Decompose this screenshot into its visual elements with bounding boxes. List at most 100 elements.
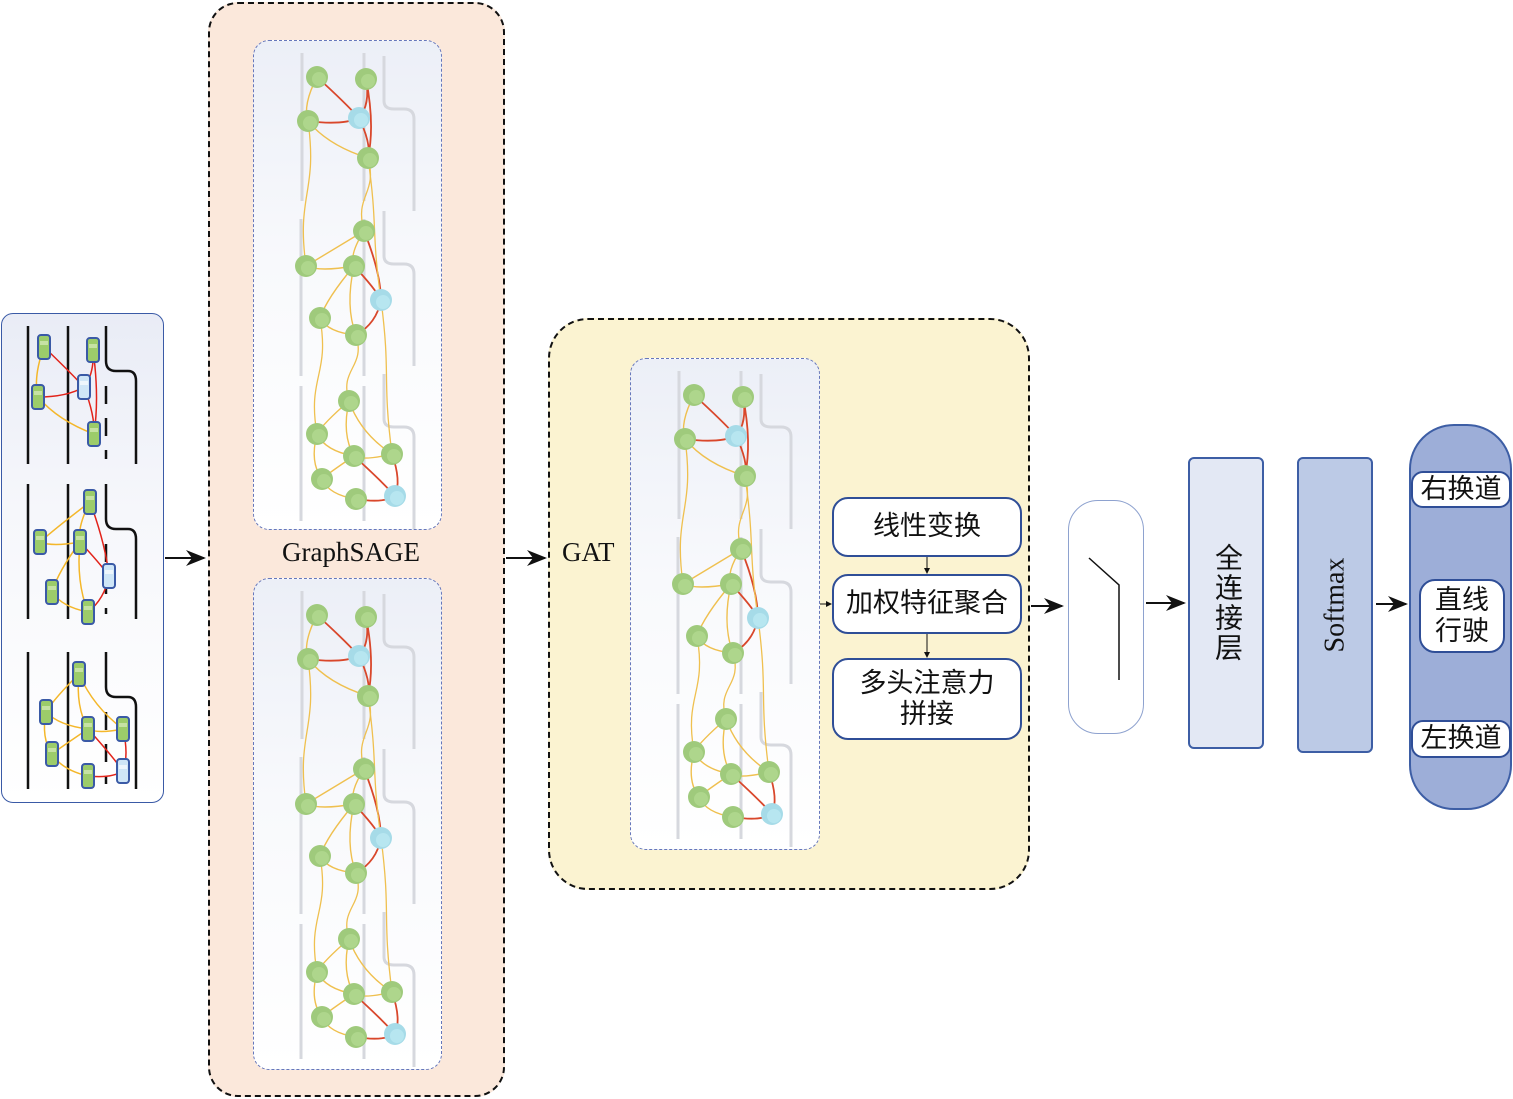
step-label: 加权特征聚合	[846, 588, 1008, 619]
node-highlight	[301, 799, 315, 813]
node-highlight	[361, 74, 375, 88]
vehicle-icon	[45, 741, 59, 767]
graphsage-label: GraphSAGE	[282, 537, 420, 567]
weak-edge	[313, 317, 324, 435]
road-shoulder	[382, 211, 416, 366]
output-label-line1: 直线	[1435, 584, 1489, 615]
vehicle-icon	[83, 489, 97, 515]
node-highlight	[390, 1029, 404, 1043]
weak-edge	[757, 617, 770, 773]
node-highlight	[359, 764, 373, 778]
weak-edge	[690, 635, 701, 753]
vehicle-icon	[45, 579, 59, 605]
node-highlight	[726, 769, 740, 783]
weak-edge	[302, 658, 312, 805]
node-highlight	[359, 226, 373, 240]
vehicle-icon	[39, 699, 53, 725]
road-shoulder	[382, 56, 416, 211]
node-highlight	[312, 967, 326, 981]
vehicle-icon	[87, 421, 101, 447]
vehicle-icon	[81, 599, 95, 625]
vehicle-window	[36, 536, 44, 540]
output-label: 右换道	[1420, 473, 1502, 504]
output-label: 左换道	[1420, 723, 1502, 754]
node-highlight	[312, 429, 326, 443]
road-edge	[104, 484, 138, 619]
output-label-line2: 行驶	[1435, 616, 1489, 646]
node-highlight	[361, 612, 375, 626]
node-highlight	[694, 792, 708, 806]
softmax-layer: Softmax	[1297, 457, 1373, 753]
vehicle-window	[34, 391, 42, 395]
road-edge	[104, 326, 138, 464]
vehicle-window	[89, 344, 97, 348]
vehicle-window	[84, 606, 92, 610]
node-highlight	[363, 153, 377, 167]
output-left-lane-change: 左换道	[1411, 720, 1511, 758]
node-highlight	[303, 116, 317, 130]
node-highlight	[344, 396, 358, 410]
gat-step-weighted-aggregation: 加权特征聚合	[832, 574, 1022, 634]
vehicle-icon	[33, 529, 47, 555]
node-highlight	[363, 691, 377, 705]
vehicle-icon	[86, 337, 100, 363]
node-highlight	[738, 392, 752, 406]
step-label: 线性变换	[873, 511, 981, 542]
node-highlight	[390, 491, 404, 505]
gat-graph-panel	[630, 358, 820, 850]
vehicle-window	[119, 723, 127, 727]
graphsage-graph-panel-2	[253, 578, 442, 1070]
node-highlight	[349, 261, 363, 275]
vehicle-icon	[81, 763, 95, 789]
node-highlight	[312, 72, 326, 86]
vehicle-window	[48, 586, 56, 590]
vehicle-window	[80, 381, 88, 385]
fully-connected-layer: 全连接层	[1188, 457, 1264, 749]
node-highlight	[721, 714, 735, 728]
gat-step-linear-transform: 线性变换	[832, 497, 1022, 557]
vehicle-icon	[72, 661, 86, 687]
node-highlight	[351, 330, 365, 344]
vehicle-window	[42, 706, 50, 710]
vehicle-icon	[81, 716, 95, 742]
road-shoulder	[382, 594, 416, 749]
node-highlight	[728, 812, 742, 826]
step-label-line1: 多头注意力	[859, 667, 995, 698]
vehicle-window	[105, 570, 113, 574]
weak-edge	[679, 438, 689, 585]
vehicle-window	[86, 496, 94, 500]
weak-link	[37, 396, 95, 435]
gat-step-multihead-concat: 多头注意力 拼接	[832, 658, 1022, 740]
node-highlight	[731, 431, 745, 445]
node-highlight	[351, 1032, 365, 1046]
node-highlight	[376, 833, 390, 847]
vehicle-window	[90, 428, 98, 432]
gat-label: GAT	[562, 537, 615, 567]
vehicle-window	[84, 723, 92, 727]
road-shoulder	[382, 912, 416, 1067]
node-highlight	[387, 987, 401, 1001]
road-shoulder	[759, 374, 793, 529]
node-highlight	[692, 631, 706, 645]
node-highlight	[678, 579, 692, 593]
ego-vehicle-icon	[77, 374, 91, 400]
ego-vehicle-icon	[116, 758, 130, 784]
road-shoulder	[382, 749, 416, 904]
vehicle-window	[75, 668, 83, 672]
relu-icon	[1088, 557, 1120, 680]
node-highlight	[728, 648, 742, 662]
vehicle-window	[76, 536, 84, 540]
node-highlight	[726, 579, 740, 593]
node-highlight	[301, 261, 315, 275]
node-highlight	[303, 654, 317, 668]
weak-edge	[302, 120, 312, 267]
node-highlight	[351, 494, 365, 508]
input-traffic-scenes	[1, 313, 164, 803]
weak-edge	[313, 855, 324, 973]
vehicle-window	[84, 770, 92, 774]
node-highlight	[354, 113, 368, 127]
node-highlight	[317, 1012, 331, 1026]
traffic-scene-drawing	[26, 326, 138, 789]
vehicle-window	[48, 748, 56, 752]
activation-block	[1068, 500, 1144, 734]
